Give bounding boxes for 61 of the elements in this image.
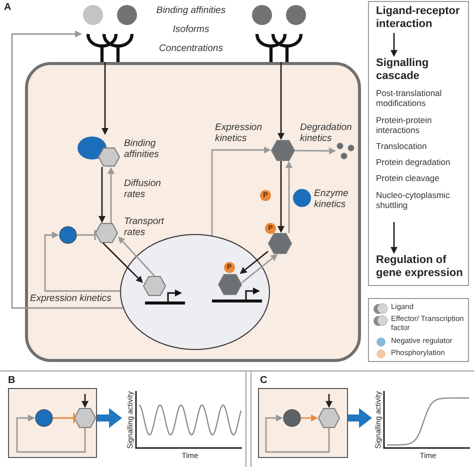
arrow: [44, 232, 120, 292]
arrow: [390, 222, 398, 254]
circuit-panel: [258, 388, 348, 458]
annotation: Expression kinetics: [215, 123, 263, 145]
info-panel: [368, 1, 469, 286]
list-item: Post-translational modifications: [376, 88, 443, 109]
arrow: [98, 167, 106, 223]
protein-hexagon-icon: [95, 223, 118, 243]
circle-icon: [282, 408, 300, 426]
panel-letter: B: [8, 375, 16, 386]
panel-letter: A: [4, 2, 12, 13]
panel-letter: C: [260, 375, 268, 386]
annotation: Binding affinities: [155, 6, 227, 17]
annotation: Degradation kinetics: [300, 123, 353, 145]
cell-outline: [25, 62, 361, 362]
protein-hexagon-icon: [271, 140, 295, 161]
list-item: Protein cleavage: [376, 173, 440, 184]
arrow: [278, 161, 284, 233]
annotation: Transport rates: [124, 217, 166, 239]
list-item: Protein degradation: [376, 157, 452, 168]
arrow: [16, 414, 86, 453]
annotation: Diffusion rates: [124, 179, 162, 201]
protein-hexagon-icon: [142, 276, 166, 296]
arrow: [265, 414, 330, 453]
arrow: [295, 147, 336, 154]
protein-hexagon-icon: [318, 408, 340, 428]
protein-complex-icon: [77, 135, 121, 167]
arrow: [102, 242, 143, 283]
regulator-circle-icon: [34, 408, 52, 426]
protein-hexagon-icon: [74, 408, 96, 428]
receptor-drawing: [82, 4, 138, 62]
annotation: Expression kinetics: [30, 294, 112, 305]
list-item: Translocation: [376, 141, 428, 152]
annotation: Binding affinities: [124, 139, 160, 161]
heading: Signalling cascade: [376, 57, 430, 82]
arrow: [242, 254, 278, 284]
receptor-drawing: [251, 4, 307, 62]
arrow: [211, 146, 271, 236]
heading: Ligand-receptor interaction: [376, 5, 461, 30]
annotation: Concentrations: [158, 44, 224, 55]
circuit-panel: [8, 388, 97, 458]
arrow: [240, 250, 268, 274]
block-arrow: [97, 408, 122, 428]
arrow: [326, 394, 332, 408]
heading: Regulation of gene expression: [376, 254, 464, 280]
regulator-circle-icon: [59, 226, 77, 244]
arrow: [278, 62, 284, 140]
arrow: [82, 394, 88, 408]
degradation-fragments-icon: [336, 141, 356, 161]
list-item: Protein-protein interactions: [376, 114, 433, 136]
arrow: [390, 33, 398, 57]
arrow: [118, 236, 155, 276]
annotation: Isoforms: [172, 25, 210, 36]
arrow: [286, 161, 292, 233]
list-item: Nucleo-cytoplasmic shuttling: [376, 190, 451, 210]
arrow: [108, 167, 114, 223]
annotation: Enzyme kinetics: [314, 189, 350, 211]
arrow: [102, 62, 108, 135]
arrow: [301, 414, 318, 422]
block-arrow: [348, 408, 372, 428]
arrow: [11, 30, 123, 309]
